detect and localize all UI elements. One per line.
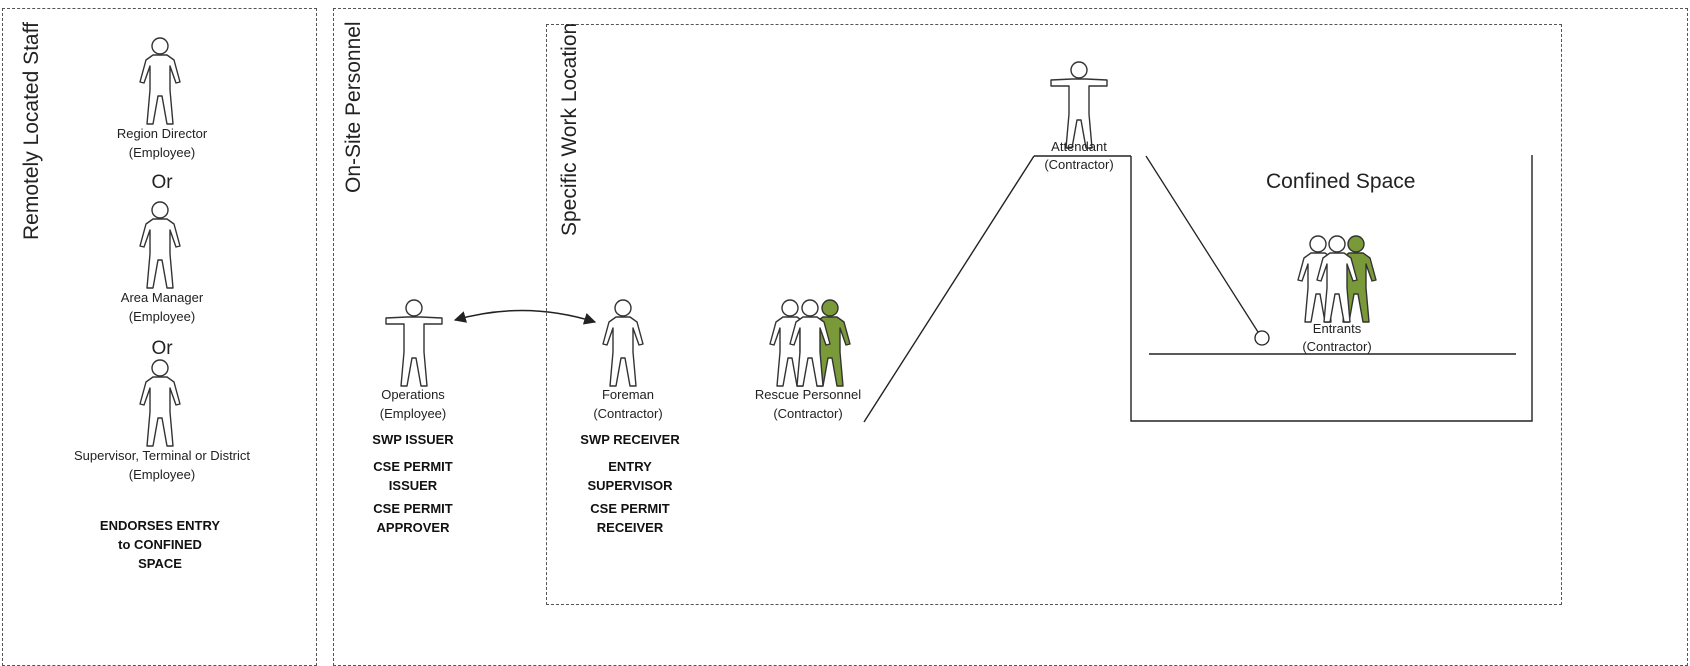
attendant-figure-icon xyxy=(1050,61,1108,149)
foreman-figure-icon xyxy=(602,299,644,387)
lifeline-rope xyxy=(1145,155,1259,333)
or-label: Or xyxy=(151,338,173,359)
attendant-label: Attendant (Contractor) xyxy=(1044,139,1114,172)
or-label: Or xyxy=(151,172,173,193)
confined-space-title: Confined Space xyxy=(1266,170,1416,193)
communication-arrow xyxy=(453,309,597,325)
operations-label: Operations (Employee) xyxy=(379,387,447,421)
lifeline-ring-icon xyxy=(1254,330,1270,346)
rescue-personnel-label: Rescue Personnel (Contractor) xyxy=(754,387,862,421)
supervisor-figure-icon xyxy=(139,359,181,447)
operations-figure-icon xyxy=(385,299,443,387)
operations-roles: SWP ISSUER CSE PERMIT ISSUER CSE PERMIT … xyxy=(372,432,454,535)
region-director-figure-icon xyxy=(139,37,181,125)
area-manager-figure-icon xyxy=(139,201,181,289)
foreman-roles: SWP RECEIVER ENTRY SUPERVISOR CSE PERMIT… xyxy=(580,432,680,535)
endorses-entry-label: ENDORSES ENTRY to CONFINED SPACE xyxy=(99,518,221,571)
area-manager-label: Area Manager (Employee) xyxy=(120,290,204,324)
foreman-label: Foreman (Contractor) xyxy=(593,387,663,421)
supervisor-label: Supervisor, Terminal or District (Employ… xyxy=(73,448,251,482)
confined-space-outline xyxy=(1130,155,1533,422)
entrants-label: Entrants (Contractor) xyxy=(1302,321,1372,354)
region-director-label: Region Director (Employee) xyxy=(116,126,208,160)
slope-line xyxy=(863,155,1035,423)
